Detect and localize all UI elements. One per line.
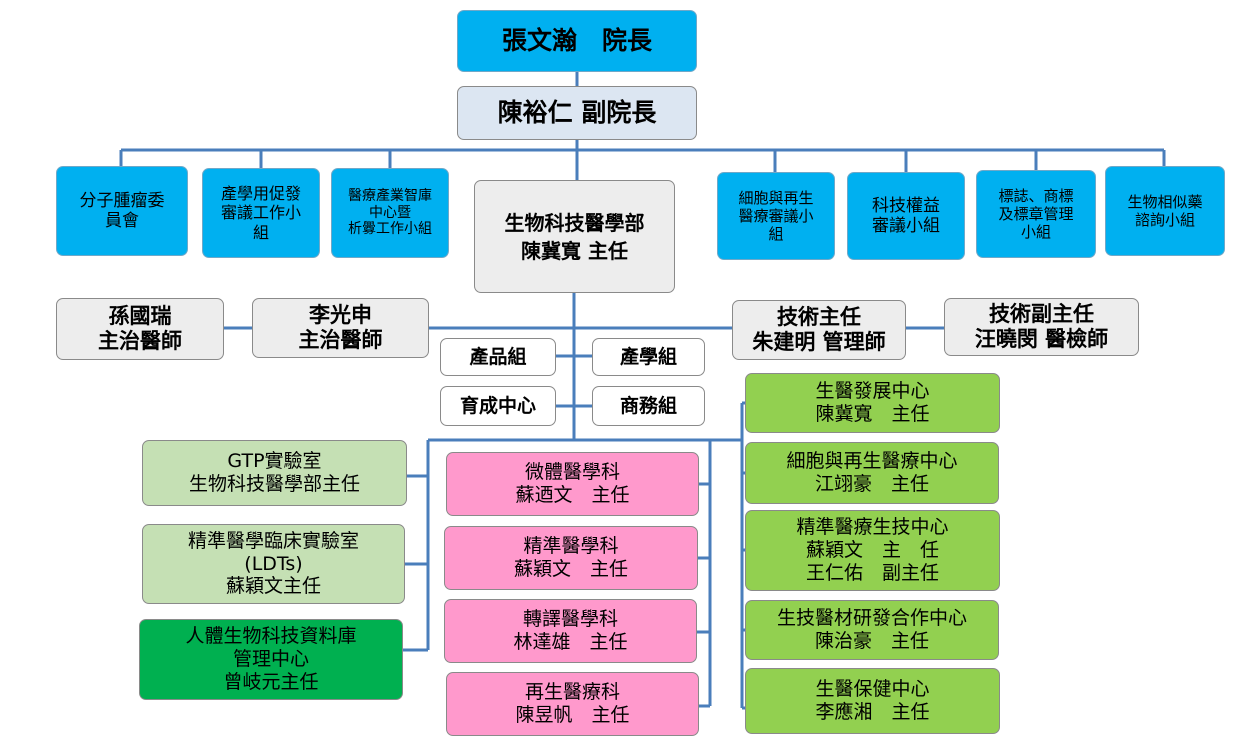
- lab-box: 精準醫學臨床實驗室 (LDTs) 蘇穎文主任: [142, 524, 405, 604]
- vice-president-box: 陳裕仁 副院長: [457, 86, 697, 140]
- vice-president-label: 陳裕仁 副院長: [497, 98, 657, 127]
- group-label: 商務組: [619, 394, 677, 417]
- division-label: 轉譯醫學科 林達雄 主任: [513, 608, 628, 653]
- committee-label: 生物相似藥 諮詢小組: [1127, 193, 1203, 229]
- staff-label: 李光申 主治醫師: [298, 302, 383, 352]
- lab-label: GTP實驗室 生物科技醫學部主任: [188, 450, 360, 495]
- committee-box: 細胞與再生 醫療審議小 組: [717, 172, 835, 260]
- staff-box: 技術主任 朱建明 管理師: [732, 300, 906, 360]
- division-box: 微體醫學科 蘇迺文 主任: [446, 452, 699, 516]
- division-label: 精準醫學科 蘇穎文 主任: [513, 535, 628, 580]
- staff-box: 技術副主任 汪曉閔 醫檢師: [944, 298, 1139, 356]
- center-label: 生技醫材研發合作中心 陳治豪 主任: [776, 607, 967, 652]
- committee-box: 生物相似藥 諮詢小組: [1105, 166, 1225, 256]
- committee-label: 產學用促發 審議工作小 組: [220, 184, 301, 242]
- committee-label: 科技權益 審議小組: [872, 195, 940, 236]
- group-label: 育成中心: [459, 394, 536, 417]
- committee-box: 標誌、商標 及標章管理 小組: [976, 170, 1096, 258]
- president-box: 張文瀚 院長: [457, 10, 697, 72]
- group-label: 產品組: [469, 345, 527, 368]
- committee-box: 醫療產業智庫 中心暨 析釁工作小組: [331, 168, 449, 258]
- staff-label: 孫國瑞 主治醫師: [98, 303, 182, 353]
- division-label: 微體醫學科 蘇迺文 主任: [515, 461, 630, 506]
- group-box: 產學組: [592, 338, 705, 376]
- lab-label: 人體生物科技資料庫 管理中心 曾岐元主任: [185, 625, 357, 693]
- committee-box: 產學用促發 審議工作小 組: [202, 168, 320, 258]
- group-box: 產品組: [440, 338, 556, 376]
- committee-box: 科技權益 審議小組: [847, 172, 965, 260]
- center-label: 細胞與再生醫療中心 江翊豪 主任: [786, 450, 958, 495]
- lab-label: 精準醫學臨床實驗室 (LDTs) 蘇穎文主任: [187, 529, 359, 598]
- staff-label: 技術副主任 汪曉閔 醫檢師: [974, 301, 1109, 351]
- center-label: 生醫發展中心 陳冀寬 主任: [815, 380, 930, 425]
- division-box: 精準醫學科 蘇穎文 主任: [444, 526, 698, 590]
- staff-box: 孫國瑞 主治醫師: [56, 298, 224, 360]
- center-box: 生醫保健中心 李應湘 主任: [745, 668, 1000, 734]
- committee-label: 細胞與再生 醫療審議小 組: [738, 189, 814, 243]
- center-box: 精準醫療生技中心 蘇穎文 主 任 王仁佑 副主任: [745, 510, 1000, 591]
- center-box: 細胞與再生醫療中心 江翊豪 主任: [745, 442, 999, 504]
- division-label: 再生醫療科 陳昱帆 主任: [515, 681, 630, 726]
- lab-box: GTP實驗室 生物科技醫學部主任: [142, 440, 407, 506]
- center-box: 生醫發展中心 陳冀寬 主任: [745, 373, 1000, 433]
- department-label: 生物科技醫學部 陳冀寬 主任: [504, 210, 645, 263]
- committee-label: 標誌、商標 及標章管理 小組: [998, 187, 1074, 241]
- division-box: 再生醫療科 陳昱帆 主任: [446, 672, 699, 736]
- president-label: 張文瀚 院長: [501, 26, 652, 55]
- center-box: 生技醫材研發合作中心 陳治豪 主任: [745, 600, 999, 660]
- division-box: 轉譯醫學科 林達雄 主任: [444, 599, 697, 663]
- staff-label: 技術主任 朱建明 管理師: [752, 304, 886, 354]
- group-box: 商務組: [592, 386, 705, 426]
- lab-box: 人體生物科技資料庫 管理中心 曾岐元主任: [139, 619, 403, 700]
- staff-box: 李光申 主治醫師: [252, 298, 429, 358]
- committee-label: 醫療產業智庫 中心暨 析釁工作小組: [348, 187, 432, 238]
- group-label: 產學組: [619, 345, 677, 368]
- committee-label: 分子腫瘤委 員會: [79, 190, 165, 231]
- group-box: 育成中心: [440, 386, 556, 426]
- center-label: 精準醫療生技中心 蘇穎文 主 任 王仁佑 副主任: [796, 516, 949, 584]
- committee-box: 分子腫瘤委 員會: [56, 166, 188, 256]
- department-box: 生物科技醫學部 陳冀寬 主任: [474, 180, 675, 293]
- center-label: 生醫保健中心 李應湘 主任: [815, 678, 930, 723]
